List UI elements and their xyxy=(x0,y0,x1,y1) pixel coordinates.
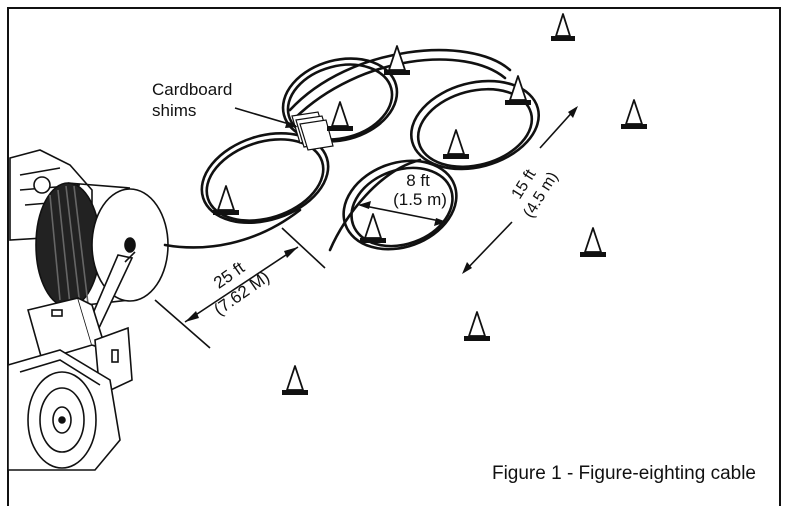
utility-truck-icon xyxy=(7,149,169,471)
shims-label-line1: Cardboard xyxy=(152,80,232,99)
double-arrow-icon xyxy=(185,311,199,322)
double-arrow-icon xyxy=(358,201,371,209)
shims-label-line2: shims xyxy=(152,101,196,120)
traffic-cone-icon xyxy=(505,75,531,105)
traffic-cone-icon xyxy=(360,213,386,243)
traffic-cone-icon xyxy=(282,365,308,395)
traffic-cone-icon xyxy=(464,311,490,341)
dim-8ft-metric-label: (1.5 m) xyxy=(393,190,447,209)
traffic-cone-icon xyxy=(621,99,647,129)
cardboard-shims xyxy=(291,111,334,151)
dim-8ft-label: 8 ft xyxy=(406,171,430,190)
figure-caption: Figure 1 - Figure-eighting cable xyxy=(492,463,756,484)
traffic-cone-icon xyxy=(580,227,606,257)
cable-path xyxy=(163,48,541,252)
traffic-cone-icon xyxy=(551,13,575,41)
frame-border xyxy=(7,7,781,506)
traffic-cone-icon xyxy=(443,129,469,159)
traffic-cone-icon xyxy=(213,185,239,215)
traffic-cone-icon xyxy=(384,45,410,75)
dimension-8ft xyxy=(358,201,447,226)
double-arrow-icon xyxy=(284,247,298,258)
double-arrow-icon xyxy=(568,106,578,118)
traffic-cone-icon xyxy=(327,101,353,131)
shims-leader-line xyxy=(234,107,297,127)
double-arrow-icon xyxy=(434,218,447,226)
dimension-15ft xyxy=(462,106,578,274)
dimension-25ft xyxy=(154,227,326,349)
double-arrow-icon xyxy=(462,262,472,274)
